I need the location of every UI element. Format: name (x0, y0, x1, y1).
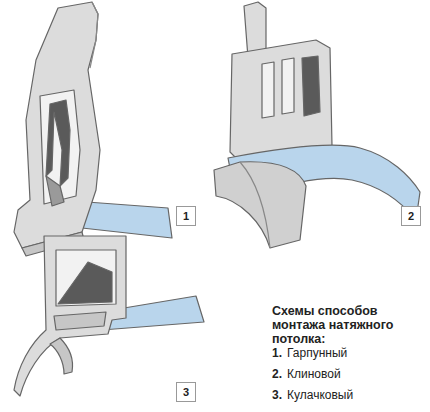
list-number: 1. (272, 346, 282, 360)
method-name: Гарпунный (287, 346, 347, 360)
cam (58, 262, 112, 304)
base-lip (50, 338, 73, 374)
title: Схемы способов монтажа натяжного потолка… (272, 304, 422, 346)
clip (54, 312, 106, 330)
profile (14, 2, 100, 248)
band-edge (240, 162, 270, 248)
wedge-band (214, 162, 306, 248)
harpoon-tail (46, 176, 64, 206)
list-number: 3. (272, 388, 282, 402)
callout-number: 3 (183, 386, 189, 398)
profile-edge (90, 2, 98, 68)
callout-number: 1 (183, 210, 189, 222)
method-name: Клиновой (287, 367, 341, 381)
callout-box: 1 (176, 206, 196, 226)
harpoon (46, 100, 70, 186)
callout-box: 3 (176, 382, 196, 402)
slots (262, 58, 294, 118)
profile (230, 40, 332, 162)
callout-number: 2 (408, 210, 414, 222)
method-name: Кулачковый (287, 388, 353, 402)
profile (14, 236, 126, 396)
list-number: 2. (272, 367, 282, 381)
wedge (302, 56, 320, 116)
cavity (56, 250, 116, 306)
callout-box: 2 (401, 206, 421, 226)
